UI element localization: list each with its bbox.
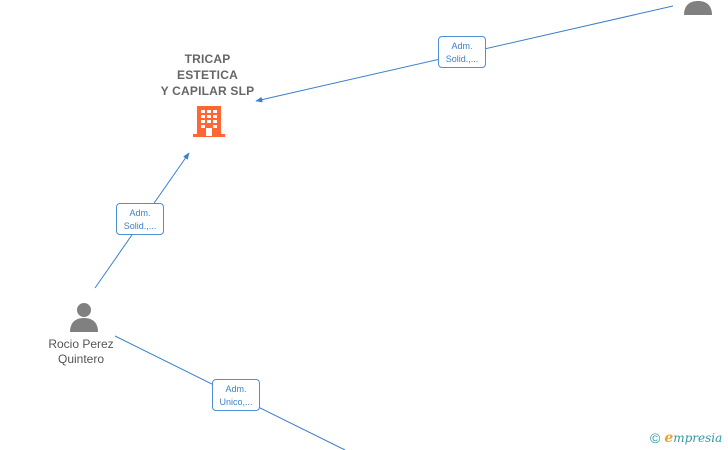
building-icon[interactable] — [192, 104, 226, 138]
edge-label-role[interactable]: Adm. Unico,... — [212, 379, 260, 411]
watermark: © empresia — [650, 429, 722, 447]
brand-logo: empresia — [664, 430, 723, 446]
copyright-icon: © — [650, 430, 661, 446]
edge-label-role[interactable]: Adm. Solid.,... — [438, 36, 486, 68]
person-name[interactable]: Rocio Perez Quintero — [48, 337, 114, 366]
person-icon[interactable] — [68, 301, 100, 333]
edge-label-role[interactable]: Adm. Solid.,... — [116, 203, 164, 235]
person-icon[interactable] — [682, 0, 714, 16]
company-name[interactable]: TRICAP ESTETICA Y CAPILAR SLP — [160, 52, 255, 98]
